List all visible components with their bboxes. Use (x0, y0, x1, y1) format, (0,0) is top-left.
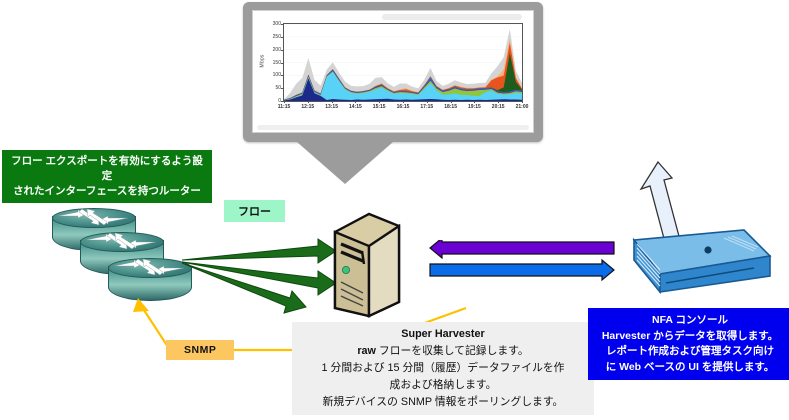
chart-title-bar (381, 14, 522, 20)
traffic-area-chart: 0 50 100 150 200 250 300 11:15 12:15 13:15 14:15 15… (260, 21, 529, 116)
harvester-line1-bold: raw (357, 345, 376, 357)
harvester-line1: raw フローを収集して記録します。 (298, 343, 588, 360)
chart-xtick: 14:15 (348, 104, 362, 110)
router-arrow-glyphs (113, 258, 185, 276)
chart-xtick: 21:00 (515, 104, 529, 110)
router-icon-3 (108, 258, 192, 306)
chart-xtickmark (450, 101, 452, 103)
chart-xtickmark (355, 101, 357, 103)
harvester-line3: 成および格納します。 (389, 379, 497, 391)
console-line1: Harvester からデータを取得します。 (601, 329, 779, 342)
nfa-appliance-icon (632, 229, 772, 295)
harvester-line1-rest: フローを収集して記録します。 (375, 345, 529, 357)
chart-plot-area: 0 50 100 150 200 250 300 11:15 12:15 13:15 14:15 15… (273, 21, 529, 110)
chart-xtick: 11:15 (277, 104, 291, 110)
snmp-label: SNMP (166, 340, 235, 360)
chart-xtick: 12:15 (301, 104, 315, 110)
chart-xtickmark (403, 101, 404, 103)
chart-xtickmark (474, 101, 476, 103)
router-arrow-glyphs (57, 208, 129, 226)
chart-xtick: 19:15 (467, 104, 481, 110)
chart-series-gray (284, 28, 522, 101)
chart-xtickmark (522, 101, 523, 103)
chart-ylabel: Mbps (259, 54, 266, 68)
console-description: NFA コンソール Harvester からデータを取得します。 レポート作成お… (588, 308, 789, 380)
routers-label-line1: フロー エクスポートを有効にするよう設定 (11, 155, 203, 182)
chart-xtick: 15:15 (372, 104, 386, 110)
console-link-arrows (429, 240, 615, 282)
chart-xtick: 20:15 (491, 104, 505, 110)
flow-arrow-low (181, 262, 307, 314)
chart-ytick: 150 (272, 59, 284, 66)
harvester-line4: 新規デバイスの SNMP 情報をポーリングします。 (322, 396, 564, 408)
console-line2: レポート作成および管理タスク向け (606, 345, 774, 357)
harvester-line2: 1 分間および 15 分間（履歴）データファイルを作 (321, 362, 565, 374)
chart-xtick: 18:15 (444, 104, 457, 110)
chart-series-navy (284, 78, 522, 101)
chart-xtickmark (284, 101, 285, 103)
monitor-stand (297, 142, 393, 184)
chart-series-cyan (284, 71, 522, 101)
chart-ytick: 200 (272, 46, 284, 53)
flow-label: フロー (224, 200, 285, 222)
harvester-server-icon (333, 212, 401, 318)
chart-ytick: 300 (272, 21, 284, 27)
chart-xtick: 13:15 (325, 104, 338, 110)
chart-svg (284, 23, 522, 101)
chart-xtick: 17:15 (420, 104, 434, 110)
chart-ytick: 100 (272, 72, 284, 79)
harvester-description: Super Harvester raw フローを収集して記録します。 1 分間お… (292, 322, 594, 415)
routers-label-line2: されたインターフェースを持つルーター (13, 185, 201, 197)
flow-arrow-top (181, 238, 337, 264)
chart-xtickmark (426, 101, 428, 103)
chart-xtickmark (331, 101, 333, 103)
chart-xtickmark (307, 101, 309, 103)
monitor-screen: 0 50 100 150 200 250 300 11:15 12:15 13:15 14:15 15… (252, 10, 534, 133)
nfa-console-monitor: 0 50 100 150 200 250 300 11:15 12:15 13:15 14:15 15… (243, 2, 543, 142)
routers-label: フロー エクスポートを有効にするよう設定 されたインターフェースを持つルーター (2, 150, 212, 203)
chart-ytick: 50 (275, 85, 283, 92)
chart-ytick: 250 (272, 33, 284, 40)
chart-xtickmark (379, 101, 381, 103)
chart-xtick: 16:15 (396, 104, 410, 110)
chart-ytick: 0 (278, 98, 283, 104)
chart-scrollbar[interactable] (257, 125, 529, 130)
console-title: NFA コンソール (651, 314, 729, 326)
arrow-harvester-to-console (429, 258, 615, 282)
flow-arrows (181, 238, 337, 314)
harvester-title: Super Harvester (401, 328, 485, 340)
router-arrow-glyphs (85, 232, 157, 250)
chart-xtickmark (498, 101, 500, 103)
console-line3: に Web ベースの UI を提供します。 (605, 360, 775, 373)
arrow-console-to-harvester (429, 240, 615, 260)
